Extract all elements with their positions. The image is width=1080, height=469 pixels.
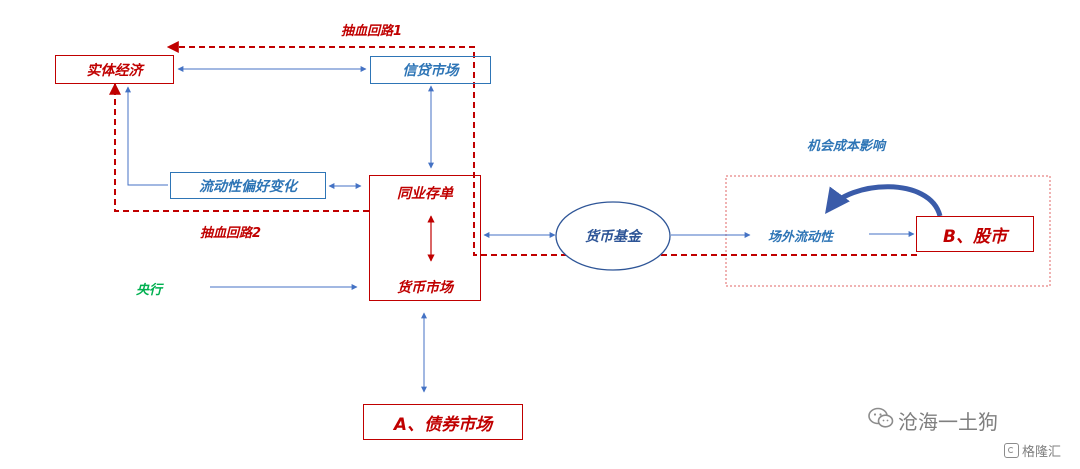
money-fund-ellipse	[555, 201, 671, 271]
drain-loop-2-label: 抽血回路2	[200, 226, 262, 241]
otc-liquidity-label: 场外流动性	[768, 230, 834, 245]
interbank-money-market-box	[369, 175, 481, 301]
opportunity-cost-curved-arrow	[825, 184, 943, 217]
credit-market-box: 信贷市场	[370, 56, 491, 84]
central-bank-label: 央行	[136, 283, 163, 298]
real-economy-label: 实体经济	[86, 62, 143, 79]
bond-market-label: A、债券市场	[393, 414, 493, 435]
opportunity-cost-label: 机会成本影响	[807, 139, 886, 154]
source-logo-icon	[1004, 443, 1019, 458]
drain-loop-1-path	[166, 41, 917, 256]
opportunity-cost-region	[725, 175, 1051, 287]
money-fund-label: 货币基金	[585, 229, 641, 245]
author-watermark-text: 沧海一土狗	[898, 410, 998, 434]
money-market-label: 货币市场	[397, 280, 453, 296]
stock-market-box: B、股市	[916, 216, 1034, 252]
author-watermark: 沧海一土狗	[868, 406, 998, 435]
source-watermark: 格隆汇	[1004, 441, 1061, 460]
liquidity-preference-box: 流动性偏好变化	[170, 172, 326, 199]
source-watermark-text: 格隆汇	[1022, 445, 1062, 460]
credit-market-label: 信贷市场	[402, 63, 459, 79]
drain-loop-2-path	[109, 82, 369, 212]
wechat-icon	[868, 407, 894, 434]
drain-loop-1-label: 抽血回路1	[341, 24, 403, 39]
real-economy-box: 实体经济	[55, 55, 174, 84]
stock-market-label: B、股市	[943, 226, 1007, 247]
bond-market-box: A、债券市场	[363, 404, 523, 440]
liquidity-preference-label: 流动性偏好变化	[199, 178, 297, 195]
preference-economy-connector	[125, 86, 168, 186]
interbank-cd-label: 同业存单	[397, 186, 453, 202]
